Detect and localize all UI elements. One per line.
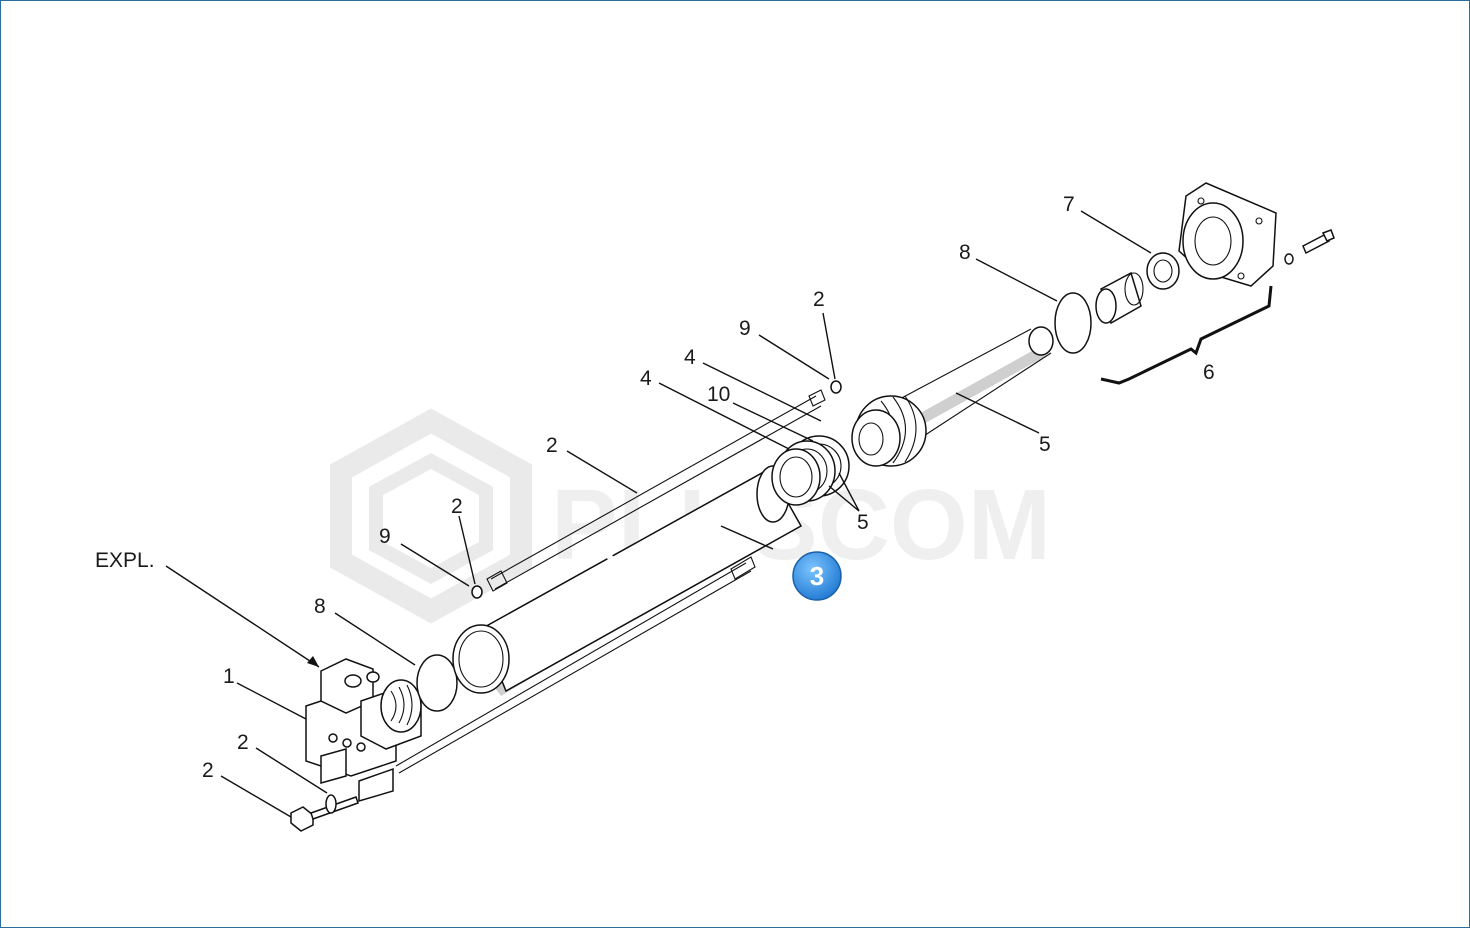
- piston-rod-part: [851, 326, 1054, 467]
- label-part-2: 2: [546, 434, 558, 457]
- label-part-6: 6: [1203, 361, 1215, 384]
- watermark-logo-icon: [330, 408, 532, 624]
- label-part-2: 2: [451, 495, 463, 518]
- leader-lines: [165, 210, 1152, 818]
- callout-labels: EXPL. 1 2 2 8 9 2 2 4 4 10 9 2 5 5 8 7 6: [95, 193, 1215, 782]
- small-o-ring-right-part: [830, 380, 842, 394]
- label-part-10: 10: [707, 383, 730, 406]
- o-ring-right-part: [1054, 292, 1092, 354]
- tie-rod-lower-part: [395, 556, 756, 774]
- label-part-9: 9: [379, 525, 391, 548]
- label-part-2: 2: [202, 759, 214, 782]
- label-part-4: 4: [640, 367, 652, 390]
- small-o-ring-left-part: [471, 585, 483, 599]
- label-part-9: 9: [739, 317, 751, 340]
- bolt-part: [290, 794, 359, 832]
- label-part-5: 5: [857, 511, 869, 534]
- label-part-1: 1: [223, 665, 235, 688]
- label-part-5: 5: [1039, 433, 1051, 456]
- valve-block-part: [305, 658, 422, 803]
- end-bolt-part: [1284, 229, 1335, 265]
- bushing-part: [1095, 271, 1144, 325]
- label-part-2: 2: [813, 288, 825, 311]
- tie-rod-upper-part: [486, 389, 826, 592]
- group-bracket: [1100, 285, 1273, 385]
- nut-part: [1146, 252, 1180, 290]
- label-part-8: 8: [314, 595, 326, 618]
- piston-seal-set-part: [771, 435, 850, 506]
- end-cap-part: [1178, 182, 1277, 287]
- step-badge[interactable]: 3: [792, 551, 842, 601]
- cylinder-tube-part: [452, 465, 803, 696]
- label-part-4: 4: [684, 346, 696, 369]
- label-part-2: 2: [237, 731, 249, 754]
- label-part-7: 7: [1063, 193, 1075, 216]
- label-part-8: 8: [959, 241, 971, 264]
- o-ring-left-part: [416, 654, 458, 712]
- step-badge-label: 3: [810, 561, 824, 591]
- label-expl: EXPL.: [95, 549, 155, 572]
